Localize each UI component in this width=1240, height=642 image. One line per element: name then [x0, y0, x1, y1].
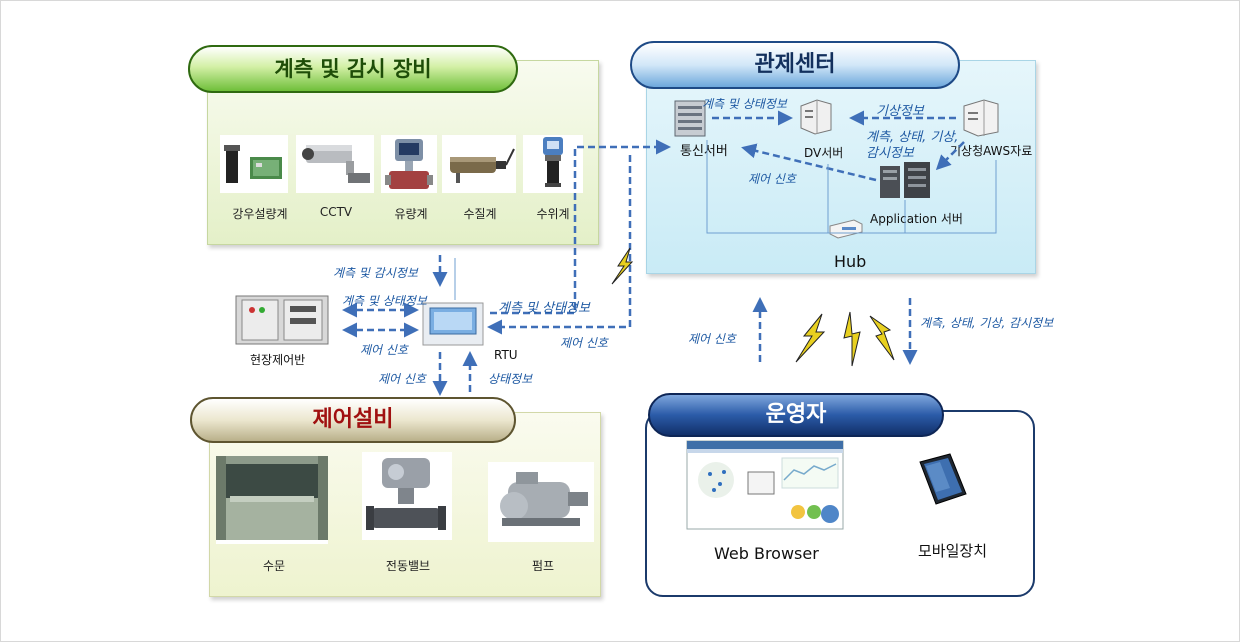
flow-label-weather: 기상정보: [876, 104, 924, 119]
control-center-panel: [646, 60, 1036, 274]
flow-label-rtu-control: 제어 신호: [378, 372, 426, 386]
lightning-bolt-2: [843, 311, 861, 367]
web-browser-screenshot: [686, 440, 844, 530]
electric-valve-image: [362, 452, 452, 540]
cctv-image: [296, 135, 374, 193]
app-comm-control-arrow: [741, 143, 877, 182]
center-title: 관제센터: [630, 41, 960, 89]
web-browser-label: Web Browser: [714, 544, 819, 563]
flow-label-to-rtu-measure: 계측 및 감시정보: [333, 266, 418, 280]
water-quality-meter-image: [442, 135, 516, 193]
rtu-label: RTU: [494, 348, 518, 362]
kma-app-arrow: [935, 141, 965, 171]
water-gate-label: 수문: [262, 559, 286, 573]
field-control-panel-label: 현장제어반: [250, 353, 306, 367]
kma-aws-server-icon: [960, 96, 1002, 138]
network-line-comm: [706, 140, 997, 234]
lightning-bolt-rtu: [611, 247, 634, 285]
flow-label-status-1: 계측, 상태, 기상,: [866, 130, 959, 145]
monitoring-title: 계측 및 감시 장비: [188, 45, 518, 93]
water-level-meter-label: 수위계: [536, 207, 570, 221]
mobile-device-icon: [914, 452, 972, 508]
dv-server-icon: [797, 96, 835, 136]
flow-label-rtu-status: 상태정보: [488, 372, 533, 386]
flow-label-operator-control: 제어 신호: [688, 332, 736, 346]
rain-gauge-label: 강우설량계: [232, 207, 288, 221]
flow-label-panel-status: 계측 및 상태정보: [342, 294, 427, 308]
water-gate-image: [216, 456, 328, 544]
water-level-meter-image: [523, 135, 583, 193]
kma-aws-label: 기상청AWS자료: [950, 144, 1033, 158]
comm-server-label: 통신서버: [680, 144, 728, 159]
flow-meter-image: [381, 135, 437, 193]
control-title: 제어설비: [190, 397, 516, 443]
flow-label-rtu-uplink: 계측 및 상태정보: [498, 301, 590, 316]
rtu-downlink-arrow: [487, 155, 632, 335]
field-control-panel-image: [234, 294, 330, 346]
electric-valve-label: 전동밸브: [385, 559, 431, 573]
operator-title: 운영자: [648, 393, 944, 437]
hub-label: Hub: [834, 252, 867, 271]
cctv-label: CCTV: [319, 205, 353, 219]
rtu-image: [422, 302, 484, 346]
pump-label: 펌프: [531, 559, 555, 573]
flow-label-operator-info: 계측, 상태, 기상, 감시정보: [920, 316, 1054, 330]
rtu-uplink-arrow: [490, 139, 671, 315]
flow-label-center-control: 제어 신호: [748, 172, 796, 186]
lightning-bolt-1: [795, 313, 826, 363]
application-server-icon: [878, 160, 934, 200]
water-quality-meter-label: 수질계: [463, 207, 497, 221]
flow-label-comm-dv: 계측 및 상태정보: [702, 97, 787, 111]
flow-label-panel-control: 제어 신호: [360, 343, 408, 357]
lightning-bolt-3: [869, 315, 895, 361]
application-server-label: Application 서버: [870, 212, 963, 226]
dv-server-label: DV서버: [804, 146, 844, 160]
flow-label-status-2: 감시정보: [866, 146, 914, 161]
flow-meter-label: 유량계: [394, 207, 428, 221]
mobile-device-label: 모바일장치: [918, 542, 988, 560]
comm-server-icon: [672, 98, 708, 138]
flow-label-rtu-downlink: 제어 신호: [560, 336, 608, 350]
rain-gauge-image: [220, 135, 288, 193]
pump-image: [488, 462, 594, 542]
